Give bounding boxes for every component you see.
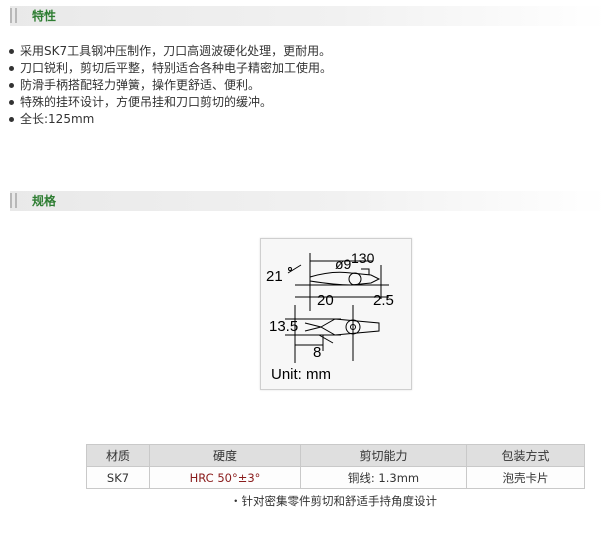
dimension-label-2-5: 2.5 (373, 292, 394, 309)
spec-cell-cutting-capacity: 铜线: 1.3mm (301, 467, 466, 488)
spec-header-material: 材质 (87, 445, 149, 466)
dimension-label-13-5: 13.5 (269, 318, 298, 335)
spec-caption: ・针对密集零件剪切和舒适手持角度设计 (230, 494, 437, 508)
header-bar-decoration (15, 193, 17, 208)
spec-table: 材质 硬度 剪切能力 包装方式 SK7 HRC 50°±3° 铜线: 1.3mm… (86, 444, 585, 489)
dimension-label-length: 130 (351, 250, 375, 266)
spec-section-header: 规格 (10, 191, 607, 211)
spec-cell-material: SK7 (87, 467, 149, 488)
table-row: SK7 HRC 50°±3° 铜线: 1.3mm 泡壳卡片 (87, 467, 584, 488)
spec-header-hardness: 硬度 (150, 445, 300, 466)
feature-item: 采用SK7工具钢冲压制作，刀口高週波硬化处理，更耐用。 (8, 43, 332, 60)
dimension-label-8: 8 (313, 344, 321, 361)
spec-table-header-row: 材质 硬度 剪切能力 包装方式 (87, 445, 584, 466)
header-bar-decoration (15, 8, 17, 23)
pliers-dimension-drawing: 130 ø9 21 20 2.5 13.5 8 Unit: mm (266, 250, 394, 383)
header-bar-decoration (10, 193, 12, 208)
unit-label: Unit: mm (271, 366, 331, 383)
spec-cell-packaging: 泡壳卡片 (467, 467, 584, 488)
dimension-label-ring: ø9 (335, 256, 352, 272)
spec-header-cutting-capacity: 剪切能力 (301, 445, 466, 466)
dimension-diagram: 130 ø9 21 20 2.5 13.5 8 Unit: mm (260, 238, 412, 390)
feature-item: 全长:125mm (8, 111, 332, 128)
spec-section-title: 规格 (32, 194, 57, 208)
features-section-header: 特性 (10, 6, 607, 26)
header-bar-decoration (10, 8, 12, 23)
spec-header-packaging: 包装方式 (467, 445, 584, 466)
features-list: 采用SK7工具钢冲压制作，刀口高週波硬化处理，更耐用。 刀口锐利，剪切后平整，特… (8, 43, 332, 128)
feature-item: 刀口锐利，剪切后平整，特别适合各种电子精密加工使用。 (8, 60, 332, 77)
spec-cell-hardness: HRC 50°±3° (150, 467, 300, 488)
dimension-label-20: 20 (317, 292, 334, 309)
features-section-title: 特性 (32, 9, 57, 23)
dimension-label-21: 21 (266, 268, 283, 285)
feature-item: 特殊的挂环设计，方便吊挂和刀口剪切的缓冲。 (8, 94, 332, 111)
feature-item: 防滑手柄搭配轻力弹簧，操作更舒适、便利。 (8, 77, 332, 94)
